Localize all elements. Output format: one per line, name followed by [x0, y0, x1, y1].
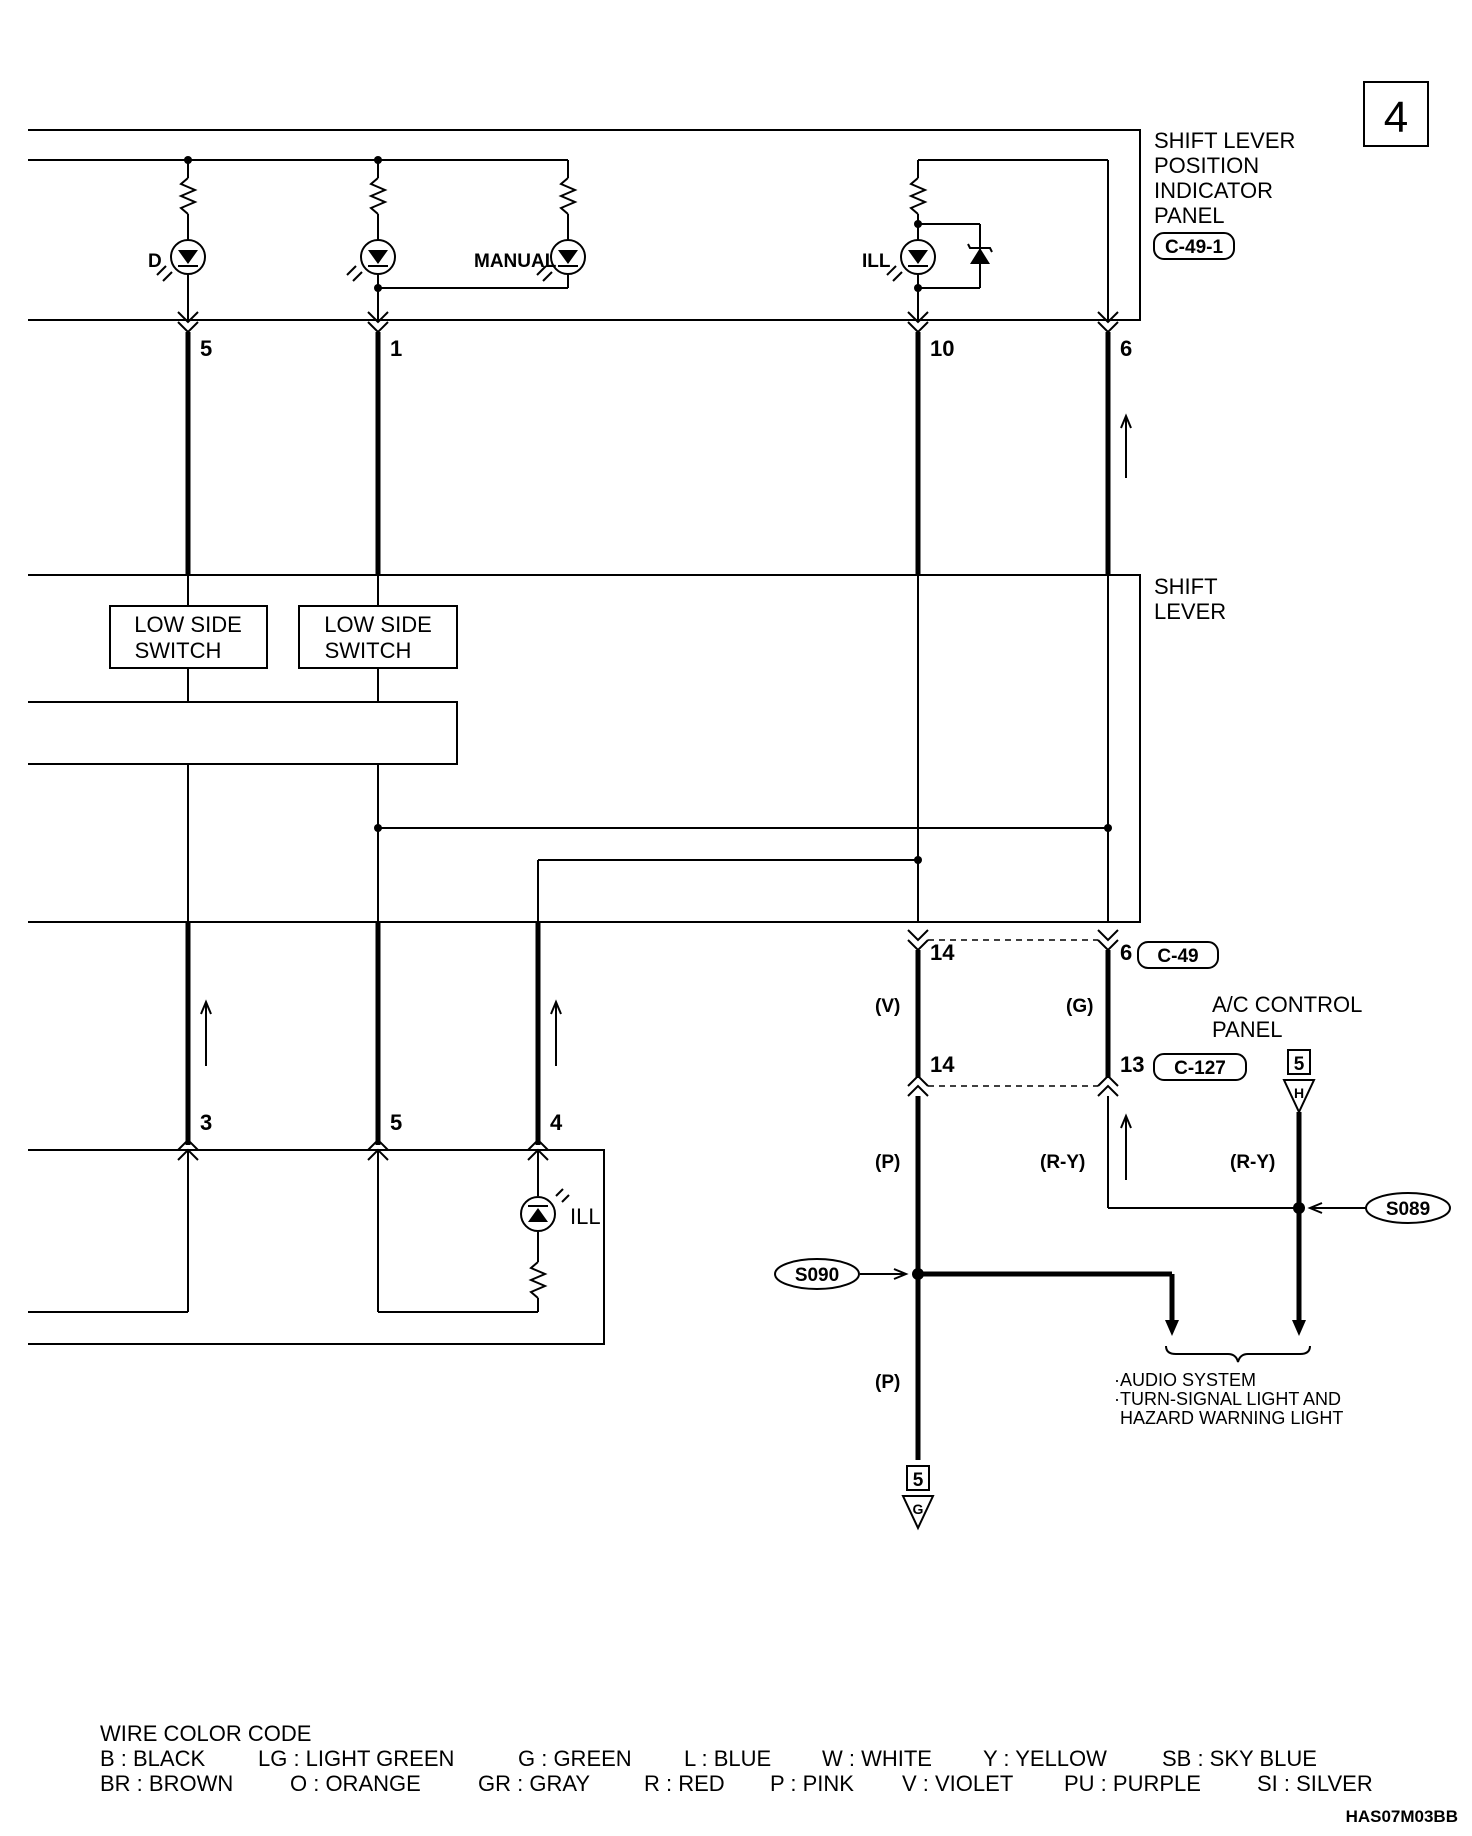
connector-c49: C-49 [1157, 946, 1198, 967]
pin-14-b: 14 [930, 1052, 955, 1077]
lamp-label-d: D [148, 251, 162, 272]
pin-3-bot: 3 [200, 1110, 212, 1135]
arrow-down-icon [1292, 1320, 1306, 1336]
svg-text:LG : LIGHT GREEN: LG : LIGHT GREEN [258, 1746, 454, 1771]
lamp-label-manual: MANUAL [474, 251, 557, 272]
pin-6-top: 6 [1120, 336, 1132, 361]
svg-text:S089: S089 [1386, 1199, 1430, 1220]
pin-1-top: 1 [390, 336, 402, 361]
svg-text:G : GREEN: G : GREEN [518, 1746, 632, 1771]
svg-text:LOW SIDE: LOW SIDE [134, 612, 242, 637]
svg-text:PU : PURPLE: PU : PURPLE [1064, 1771, 1201, 1796]
pin-14-a: 14 [930, 940, 955, 965]
current-arrow-icon [200, 999, 212, 1066]
destinations: ·AUDIO SYSTEM ·TURN-SIGNAL LIGHT AND HAZ… [1114, 1370, 1343, 1428]
svg-text:S090: S090 [795, 1265, 839, 1286]
current-arrow-icon [1120, 413, 1132, 478]
svg-text:O : ORANGE: O : ORANGE [290, 1771, 421, 1796]
connector-c127: C-127 [1174, 1058, 1226, 1079]
svg-text:SI : SILVER: SI : SILVER [1257, 1771, 1373, 1796]
lamp-label-ill-bottom: ILL [570, 1204, 601, 1229]
pin-6-b: 6 [1120, 940, 1132, 965]
svg-text:POSITION: POSITION [1154, 153, 1259, 178]
svg-text:H: H [1294, 1085, 1304, 1101]
led-middle-icon [346, 239, 396, 282]
c127-connector [907, 1074, 1119, 1097]
svg-text:HAZARD WARNING LIGHT: HAZARD WARNING LIGHT [1120, 1408, 1343, 1428]
led-ill-bottom-icon [520, 1188, 570, 1232]
ac-panel-label-1: A/C CONTROL [1212, 992, 1362, 1017]
ref-h-icon: 5 H [1282, 1049, 1316, 1115]
indicator-panel: D MANUAL ILL [28, 129, 1141, 321]
svg-text:B : BLACK: B : BLACK [100, 1746, 205, 1771]
wire-color-ry-left: (R-Y) [1040, 1152, 1085, 1173]
led-ill-top-icon [886, 239, 936, 282]
current-arrow-icon [550, 999, 562, 1066]
bottom-module: ILL [28, 1138, 605, 1345]
current-arrow-icon [1120, 1113, 1132, 1180]
wire-color-legend: WIRE COLOR CODE B : BLACK LG : LIGHT GRE… [100, 1721, 1373, 1796]
panel-connectors [177, 311, 1119, 334]
pin-5-bot: 5 [390, 1110, 402, 1135]
splice-s089: S089 [1307, 1192, 1451, 1224]
svg-text:SHIFT LEVER: SHIFT LEVER [1154, 128, 1295, 153]
svg-text:SWITCH: SWITCH [325, 638, 412, 663]
svg-text:BR : BROWN: BR : BROWN [100, 1771, 233, 1796]
zener-diode-icon [967, 243, 993, 264]
svg-text:5: 5 [1294, 1054, 1305, 1075]
legend-title: WIRE COLOR CODE [100, 1721, 311, 1746]
shift-lever-label-2: LEVER [1154, 599, 1226, 624]
wire-color-g: (G) [1066, 996, 1093, 1017]
arrow-up-icon [1165, 1320, 1179, 1336]
svg-text:W : WHITE: W : WHITE [822, 1746, 932, 1771]
svg-text:SB : SKY BLUE: SB : SKY BLUE [1162, 1746, 1317, 1771]
led-d-icon [156, 239, 206, 282]
shift-lever-label-1: SHIFT [1154, 574, 1218, 599]
svg-text:·AUDIO SYSTEM: ·AUDIO SYSTEM [1114, 1370, 1256, 1390]
lamp-label-ill-top: ILL [862, 251, 891, 272]
svg-text:LOW SIDE: LOW SIDE [324, 612, 432, 637]
svg-text:PANEL: PANEL [1154, 203, 1225, 228]
pin-13: 13 [1120, 1052, 1144, 1077]
ref-g-icon: 5 G [901, 1465, 935, 1531]
svg-text:·TURN-SIGNAL LIGHT AND: ·TURN-SIGNAL LIGHT AND [1114, 1389, 1341, 1409]
splice-s089-point [1293, 1202, 1305, 1214]
svg-text:P : PINK: P : PINK [770, 1771, 854, 1796]
brace [1165, 1345, 1311, 1363]
svg-text:L : BLUE: L : BLUE [684, 1746, 771, 1771]
svg-text:R : RED: R : RED [644, 1771, 725, 1796]
splice-s090: S090 [774, 1258, 909, 1290]
figure-code: HAS07M03BB [1346, 1807, 1458, 1826]
wire-color-ry-right: (R-Y) [1230, 1152, 1275, 1173]
wire-color-v: (V) [875, 996, 900, 1017]
svg-text:GR : GRAY: GR : GRAY [478, 1771, 590, 1796]
page-marker: 4 [1384, 93, 1408, 142]
indicator-panel-label: SHIFT LEVER POSITION INDICATOR PANEL C-4… [1153, 128, 1295, 260]
svg-text:Y : YELLOW: Y : YELLOW [983, 1746, 1107, 1771]
wire-color-p-lower: (P) [875, 1372, 900, 1393]
svg-text:5: 5 [913, 1470, 924, 1491]
svg-text:G: G [913, 1501, 924, 1517]
wire-color-p-upper: (P) [875, 1152, 900, 1173]
shift-lever: LOW SIDE SWITCH LOW SIDE SWITCH [28, 574, 1141, 923]
pin-5-top: 5 [200, 336, 212, 361]
connector-c49-1: C-49-1 [1165, 237, 1224, 258]
svg-text:V : VIOLET: V : VIOLET [902, 1771, 1013, 1796]
svg-text:SWITCH: SWITCH [135, 638, 222, 663]
page-marker-box [1363, 81, 1429, 147]
pin-4-bot: 4 [550, 1110, 563, 1135]
ac-panel-label-2: PANEL [1212, 1017, 1283, 1042]
pin-10-top: 10 [930, 336, 954, 361]
svg-text:INDICATOR: INDICATOR [1154, 178, 1273, 203]
